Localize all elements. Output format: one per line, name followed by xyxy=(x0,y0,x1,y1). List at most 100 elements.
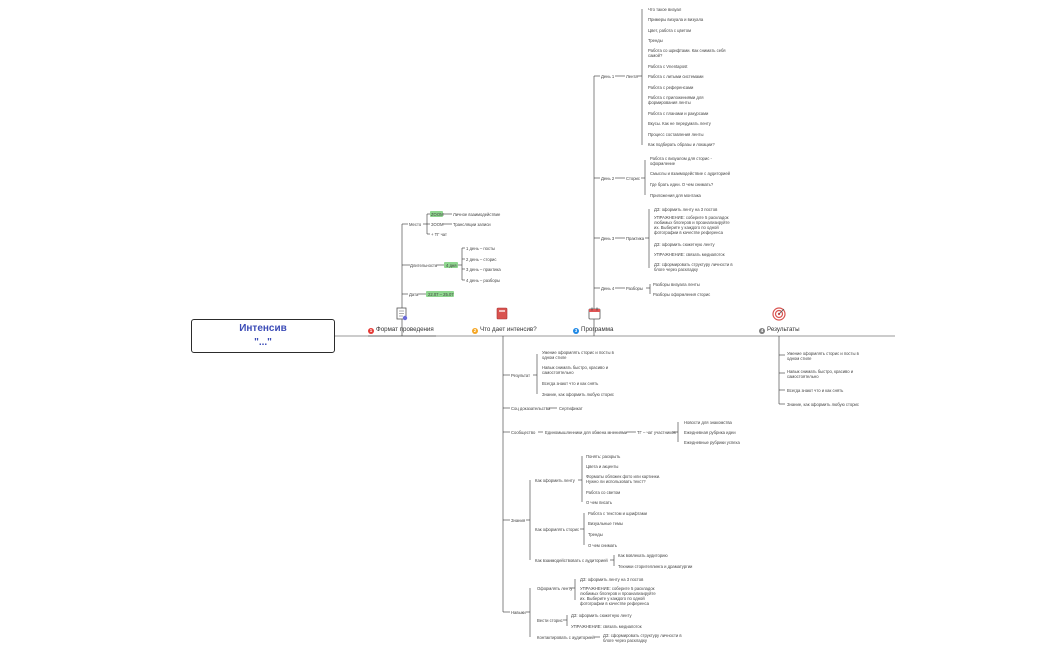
list-item[interactable]: УПРАЖНЕНИЕ: соберите 5 раскладок любимых… xyxy=(654,215,730,235)
node-how-audience[interactable]: Как взаимодействовать с аудиторией xyxy=(535,558,608,563)
list-item[interactable]: Работа с визуалом для сторис - оформлени… xyxy=(650,156,712,166)
node-program-lenta[interactable]: Лента xyxy=(626,74,638,79)
list-item[interactable]: Форматы обложек фото или картинки. Нужно… xyxy=(586,474,661,484)
calendar-icon xyxy=(588,307,601,320)
zoom-highlight xyxy=(430,211,443,217)
node-place[interactable]: Место xyxy=(409,222,422,227)
list-item[interactable]: Навык снимать быстро, красиво и самостоя… xyxy=(542,365,609,375)
node-duration[interactable]: Длительность xyxy=(410,263,438,268)
node-day3[interactable]: 3 день – практика xyxy=(466,267,501,272)
list-item[interactable]: ДЗ: сформировать структуру личности в бл… xyxy=(603,633,682,643)
date-highlight xyxy=(426,291,454,297)
list-item[interactable]: Новости для знакомства xyxy=(684,420,732,425)
list-item[interactable]: Цвета и акценты xyxy=(586,464,619,469)
list-item[interactable]: Всегда знают что и как снять xyxy=(542,381,599,386)
list-item[interactable]: Работа со светом xyxy=(586,490,621,495)
node-skill-feed[interactable]: Оформлять ленту xyxy=(537,586,573,591)
list-item[interactable]: Работа с литыми системами xyxy=(648,74,704,79)
list-item[interactable]: ДЗ: оформить ленту на 3 постов xyxy=(580,577,644,582)
list-item[interactable]: О чем снимать xyxy=(588,543,617,548)
node-tg-members[interactable]: ТГ – чат участников xyxy=(637,430,676,435)
list-item[interactable]: Понять: раскрыть xyxy=(586,454,621,459)
topic-results-label: Результаты xyxy=(767,326,800,333)
list-item[interactable]: Где брать идеи. О чем снимать? xyxy=(650,182,714,187)
list-item[interactable]: Процесс составления ленты xyxy=(648,132,704,137)
node-program-practice[interactable]: Практика xyxy=(626,236,645,241)
node-program-day2[interactable]: День 2 xyxy=(601,176,615,181)
list-item[interactable]: УПРАЖНЕНИЕ: связать медиапоток xyxy=(571,624,642,629)
list-item[interactable]: Всегда знают что и как снять xyxy=(787,388,844,393)
node-day4[interactable]: 4 день – разборы xyxy=(466,278,500,283)
list-item[interactable]: ДЗ: оформить сюжетную ленту xyxy=(571,613,632,618)
list-item[interactable]: Работа со шрифтами. Как снимать себя сам… xyxy=(648,48,726,58)
list-item[interactable]: Тренды xyxy=(648,38,663,43)
list-item[interactable]: Техники сторителлинга и драматургии xyxy=(618,564,693,569)
list-item[interactable]: ДЗ: сформировать структуру личности в бл… xyxy=(654,262,733,272)
list-item[interactable]: Тренды xyxy=(588,532,603,537)
list-item[interactable]: Как подбирать образы и локации? xyxy=(648,142,715,147)
node-skills[interactable]: Навыки xyxy=(511,610,526,615)
node-social-proof[interactable]: Соц доказательства xyxy=(511,406,551,411)
list-item[interactable]: Приложения для монтажа xyxy=(650,193,701,198)
node-program-storis[interactable]: Сторис xyxy=(626,176,640,181)
root-subtitle: "..." xyxy=(254,337,272,348)
node-skill-storis[interactable]: Вести сторис xyxy=(537,618,563,623)
node-program-day1[interactable]: День 1 xyxy=(601,74,615,79)
node-zoom-note[interactable]: Личное взаимодействие xyxy=(453,212,501,217)
node-offline-note[interactable]: Трансляции записи xyxy=(453,222,491,227)
list-item[interactable]: Смыслы и взаимодействие с аудиторией xyxy=(650,171,730,176)
node-zoom[interactable]: ZOOM xyxy=(431,212,444,217)
list-item[interactable]: Ежедневные рубрики успеха xyxy=(684,440,740,445)
list-item[interactable]: Визуальные темы xyxy=(588,521,623,526)
node-how-feed[interactable]: Как оформить ленту xyxy=(535,478,575,483)
node-date[interactable]: Дата xyxy=(409,292,419,297)
node-certificate[interactable]: Сертификат xyxy=(559,406,583,411)
list-item[interactable]: Цвет, работа с цветом xyxy=(648,28,692,33)
node-duration-value[interactable]: 4 дня xyxy=(446,263,457,268)
topic-format-label: Формат проведения xyxy=(376,326,434,333)
node-program-day4[interactable]: День 4 xyxy=(601,286,615,291)
list-item[interactable]: Ежедневная рубрика идеи xyxy=(684,430,736,435)
node-day1[interactable]: 1 день – посты xyxy=(466,246,496,251)
list-item[interactable]: Знание, как оформить любую сторис xyxy=(542,392,614,397)
list-item[interactable]: Разборы визуала ленты xyxy=(653,282,700,287)
list-item[interactable]: Работа с референсами xyxy=(648,85,694,90)
list-item[interactable]: Работа с Vnentapost xyxy=(648,64,688,69)
list-item[interactable]: УПРАЖНЕНИЕ: соберите 5 раскладок любимых… xyxy=(580,586,656,606)
node-date-value[interactable]: 22.07 – 25.07 xyxy=(428,292,454,297)
node-skill-audience[interactable]: Контактировать с аудиторией xyxy=(537,635,595,640)
node-offline[interactable]: ЗООМ xyxy=(431,222,444,227)
list-item[interactable]: ДЗ: оформить ленту на 3 постов xyxy=(654,207,718,212)
list-item[interactable]: Работа с приложениями для формирования л… xyxy=(648,95,704,105)
node-knowledge[interactable]: Знания xyxy=(511,518,526,523)
list-item[interactable]: Работа с текстом и шрифтами xyxy=(588,511,647,516)
list-item[interactable]: Что такое визуал xyxy=(648,7,682,12)
list-item[interactable]: О чем писать xyxy=(586,500,613,505)
node-program-razbory[interactable]: Разборы xyxy=(626,286,643,291)
node-how-storis[interactable]: Как оформлять сторис xyxy=(535,527,580,532)
list-item[interactable]: Работа с планами и ракурсами xyxy=(648,111,709,116)
root-node[interactable]: Интенсив "..." xyxy=(191,319,335,353)
node-result[interactable]: Результат xyxy=(511,373,531,378)
list-item[interactable]: Разборы оформления сторис xyxy=(653,292,711,297)
list-item[interactable]: Знание, как оформить любую сторис xyxy=(787,402,859,407)
node-tg-chat[interactable]: + ТГ чат xyxy=(431,232,447,237)
node-like-minded[interactable]: Единомышленники для обмена мнениями xyxy=(545,430,628,435)
list-item[interactable]: Как вовлекать аудиторию xyxy=(618,553,668,558)
list-item[interactable]: Вкусы. Как не передумать ленту xyxy=(648,121,711,126)
list-item[interactable]: УПРАЖНЕНИЕ: связать медиапоток xyxy=(654,252,725,257)
list-item[interactable]: Умение оформлять сторис и посты в одном … xyxy=(787,351,859,361)
node-program-day3[interactable]: День 3 xyxy=(601,236,615,241)
node-day2[interactable]: 2 день – сторис xyxy=(466,257,497,262)
list-item[interactable]: Умение оформлять сторис и посты в одном … xyxy=(542,350,614,360)
topic-program-label: Программа xyxy=(581,326,614,333)
node-community[interactable]: Сообщество xyxy=(511,430,536,435)
list-item[interactable]: ДЗ: оформить сюжетную ленту xyxy=(654,242,715,247)
list-item[interactable]: Примеры визуала и визуала xyxy=(648,17,704,22)
target-icon xyxy=(772,307,786,321)
list-item[interactable]: Навык снимать быстро, красиво и самостоя… xyxy=(787,369,854,379)
